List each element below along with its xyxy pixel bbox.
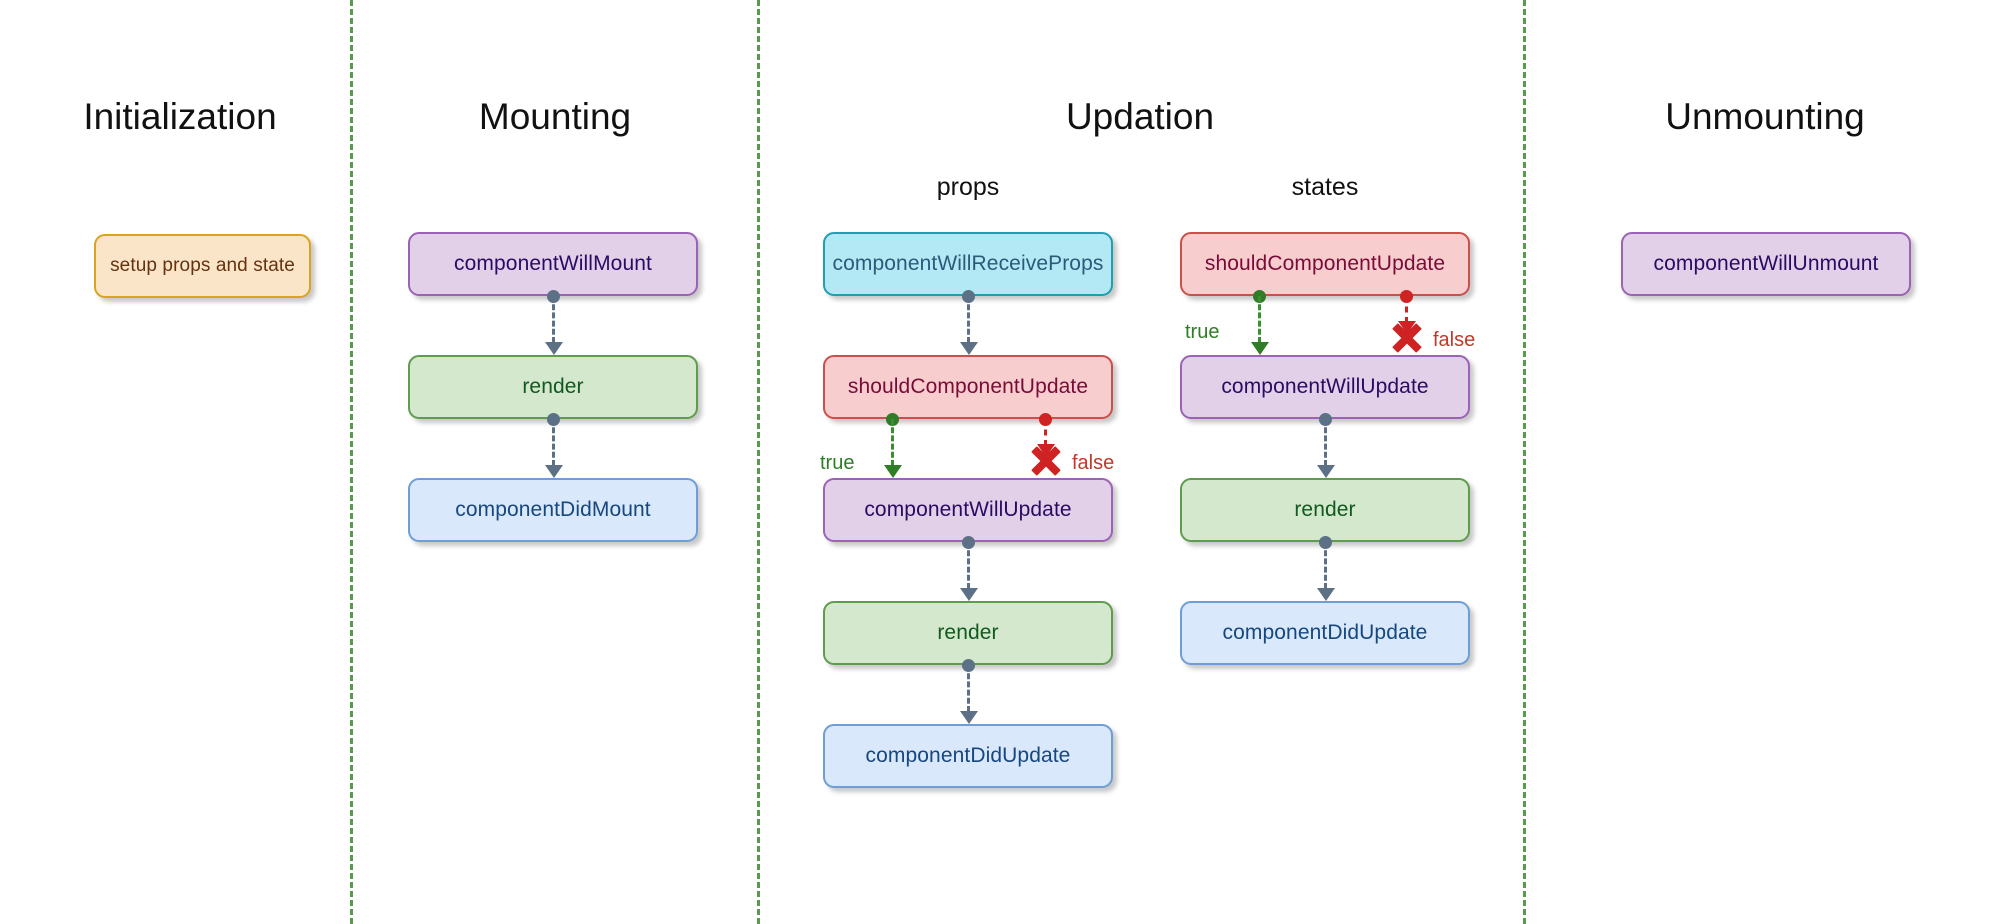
true-branch-line — [891, 419, 894, 466]
column-title-initialization: Initialization — [83, 96, 277, 137]
node-component-will-receive-props[interactable]: componentWillReceiveProps — [823, 232, 1113, 296]
column-title-mounting: Mounting — [478, 96, 632, 137]
false-branch-line — [1044, 419, 1047, 446]
connector-line — [1324, 419, 1327, 466]
subcolumn-title-props: props — [936, 173, 1000, 201]
node-should-component-update-props[interactable]: shouldComponentUpdate — [823, 355, 1113, 419]
column-title-updation: Updation — [1065, 96, 1215, 137]
connector-arrow — [1317, 588, 1335, 601]
column-divider-3 — [1523, 0, 1526, 924]
node-should-component-update-states[interactable]: shouldComponentUpdate — [1180, 232, 1470, 296]
node-render-states[interactable]: render — [1180, 478, 1470, 542]
true-branch-label: true — [1185, 321, 1220, 343]
true-branch-arrow — [884, 465, 902, 478]
false-branch-line — [1405, 296, 1408, 323]
connector-arrow — [960, 588, 978, 601]
false-branch-x-icon — [1390, 321, 1424, 355]
node-component-did-mount[interactable]: componentDidMount — [408, 478, 698, 542]
node-render-mounting[interactable]: render — [408, 355, 698, 419]
connector-arrow — [1317, 465, 1335, 478]
connector-line — [967, 296, 970, 343]
connector-arrow — [960, 342, 978, 355]
false-branch-x-icon — [1029, 444, 1063, 478]
node-component-will-unmount[interactable]: componentWillUnmount — [1621, 232, 1911, 296]
true-branch-arrow — [1251, 342, 1269, 355]
column-divider-1 — [350, 0, 353, 924]
node-component-will-update-states[interactable]: componentWillUpdate — [1180, 355, 1470, 419]
node-render-props[interactable]: render — [823, 601, 1113, 665]
false-branch-label: false — [1433, 329, 1476, 351]
true-branch-line — [1258, 296, 1261, 343]
subcolumn-title-states: states — [1291, 173, 1359, 201]
node-component-did-update-states[interactable]: componentDidUpdate — [1180, 601, 1470, 665]
node-component-did-update-props[interactable]: componentDidUpdate — [823, 724, 1113, 788]
column-title-unmounting: Unmounting — [1665, 96, 1865, 137]
false-branch-label: false — [1072, 452, 1115, 474]
connector-arrow — [545, 342, 563, 355]
connector-arrow — [960, 711, 978, 724]
connector-line — [1324, 542, 1327, 589]
node-component-will-update-props[interactable]: componentWillUpdate — [823, 478, 1113, 542]
connector-line — [552, 419, 555, 466]
node-component-will-mount[interactable]: componentWillMount — [408, 232, 698, 296]
connector-arrow — [545, 465, 563, 478]
connector-line — [967, 665, 970, 712]
column-divider-2 — [757, 0, 760, 924]
true-branch-label: true — [820, 452, 855, 474]
connector-line — [967, 542, 970, 589]
connector-line — [552, 296, 555, 343]
node-setup-props-and-state[interactable]: setup props and state — [94, 234, 311, 298]
